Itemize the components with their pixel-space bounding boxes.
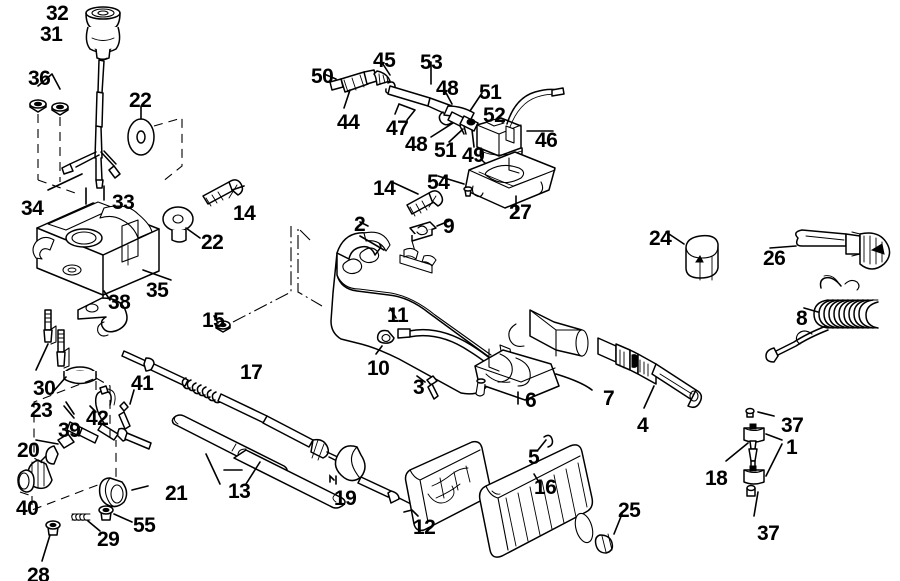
callout-23: 23 xyxy=(30,399,53,422)
callout-31: 31 xyxy=(40,23,63,46)
callout-16: 16 xyxy=(534,476,557,499)
callout-35: 35 xyxy=(146,279,169,302)
callout-9: 9 xyxy=(443,215,455,238)
callout-46: 46 xyxy=(535,129,558,152)
callout-40: 40 xyxy=(16,497,39,520)
callout-17: 17 xyxy=(240,361,263,384)
part-throttle-shaft-4-7 xyxy=(597,337,703,409)
part-washer-22-top xyxy=(127,105,183,183)
callout-1: 1 xyxy=(786,436,798,459)
part-knob-32-31 xyxy=(61,6,121,189)
callout-52: 52 xyxy=(483,104,506,127)
callout-22-mid: 22 xyxy=(201,231,224,254)
part-cable-bracket-6 xyxy=(474,348,593,405)
part-grip-12-16 xyxy=(403,434,623,558)
part-cable-link-assembly xyxy=(323,60,483,148)
callout-53: 53 xyxy=(420,51,443,74)
callout-37-bottom: 37 xyxy=(757,522,780,545)
callout-50: 50 xyxy=(311,65,334,88)
callout-14-a: 14 xyxy=(373,177,396,200)
callout-36: 36 xyxy=(28,67,51,90)
callout-19: 19 xyxy=(334,487,357,510)
callout-44: 44 xyxy=(337,111,360,134)
part-tilt-lever-26 xyxy=(765,229,891,363)
callout-45: 45 xyxy=(373,49,396,72)
callout-14-b: 14 xyxy=(233,202,256,225)
callout-29: 29 xyxy=(97,528,120,551)
callout-27: 27 xyxy=(509,201,532,224)
callout-8: 8 xyxy=(796,307,808,330)
callout-4: 4 xyxy=(637,414,649,437)
part-bushing-24 xyxy=(665,231,719,281)
callout-51-b: 51 xyxy=(434,139,457,162)
callout-47: 47 xyxy=(386,117,409,140)
callout-26: 26 xyxy=(763,247,786,270)
callout-33: 33 xyxy=(112,191,135,214)
callout-13: 13 xyxy=(228,480,251,503)
callout-25: 25 xyxy=(618,499,641,522)
callout-39: 39 xyxy=(58,419,81,442)
callout-11: 11 xyxy=(387,304,409,327)
part-throttle-cable-17 xyxy=(17,350,412,511)
part-nuts-36 xyxy=(29,73,79,195)
callout-7: 7 xyxy=(603,387,615,410)
callout-21: 21 xyxy=(165,482,188,505)
callout-20: 20 xyxy=(17,439,40,462)
callout-15: 15 xyxy=(202,309,225,332)
part-switch-46-27 xyxy=(437,87,565,211)
part-steering-arm-2 xyxy=(297,181,589,395)
callout-12: 12 xyxy=(413,516,436,539)
callout-55: 55 xyxy=(133,514,156,537)
callout-38: 38 xyxy=(108,291,131,314)
callout-42: 42 xyxy=(86,407,109,430)
callout-6: 6 xyxy=(525,389,537,412)
callout-48-a: 48 xyxy=(436,77,459,100)
callout-2: 2 xyxy=(354,213,366,236)
callout-49: 49 xyxy=(462,144,485,167)
callout-34: 34 xyxy=(21,197,44,220)
callout-3: 3 xyxy=(413,376,425,399)
callout-54: 54 xyxy=(427,171,450,194)
callout-18: 18 xyxy=(705,467,728,490)
callout-24: 24 xyxy=(649,227,672,250)
callout-37-top: 37 xyxy=(781,414,804,437)
callout-10: 10 xyxy=(367,357,390,380)
callout-22-top: 22 xyxy=(129,89,152,112)
part-bushing-21-fasteners xyxy=(41,477,149,562)
part-grommet-1-18-37 xyxy=(725,407,783,517)
callout-41: 41 xyxy=(131,372,154,395)
callout-30: 30 xyxy=(33,377,56,400)
callout-51-a: 51 xyxy=(479,81,502,104)
callout-48-b: 48 xyxy=(405,133,428,156)
callout-32: 32 xyxy=(46,2,69,25)
callout-5: 5 xyxy=(528,446,540,469)
part-swivel-bracket-35 xyxy=(32,173,292,394)
callout-28: 28 xyxy=(27,564,50,581)
